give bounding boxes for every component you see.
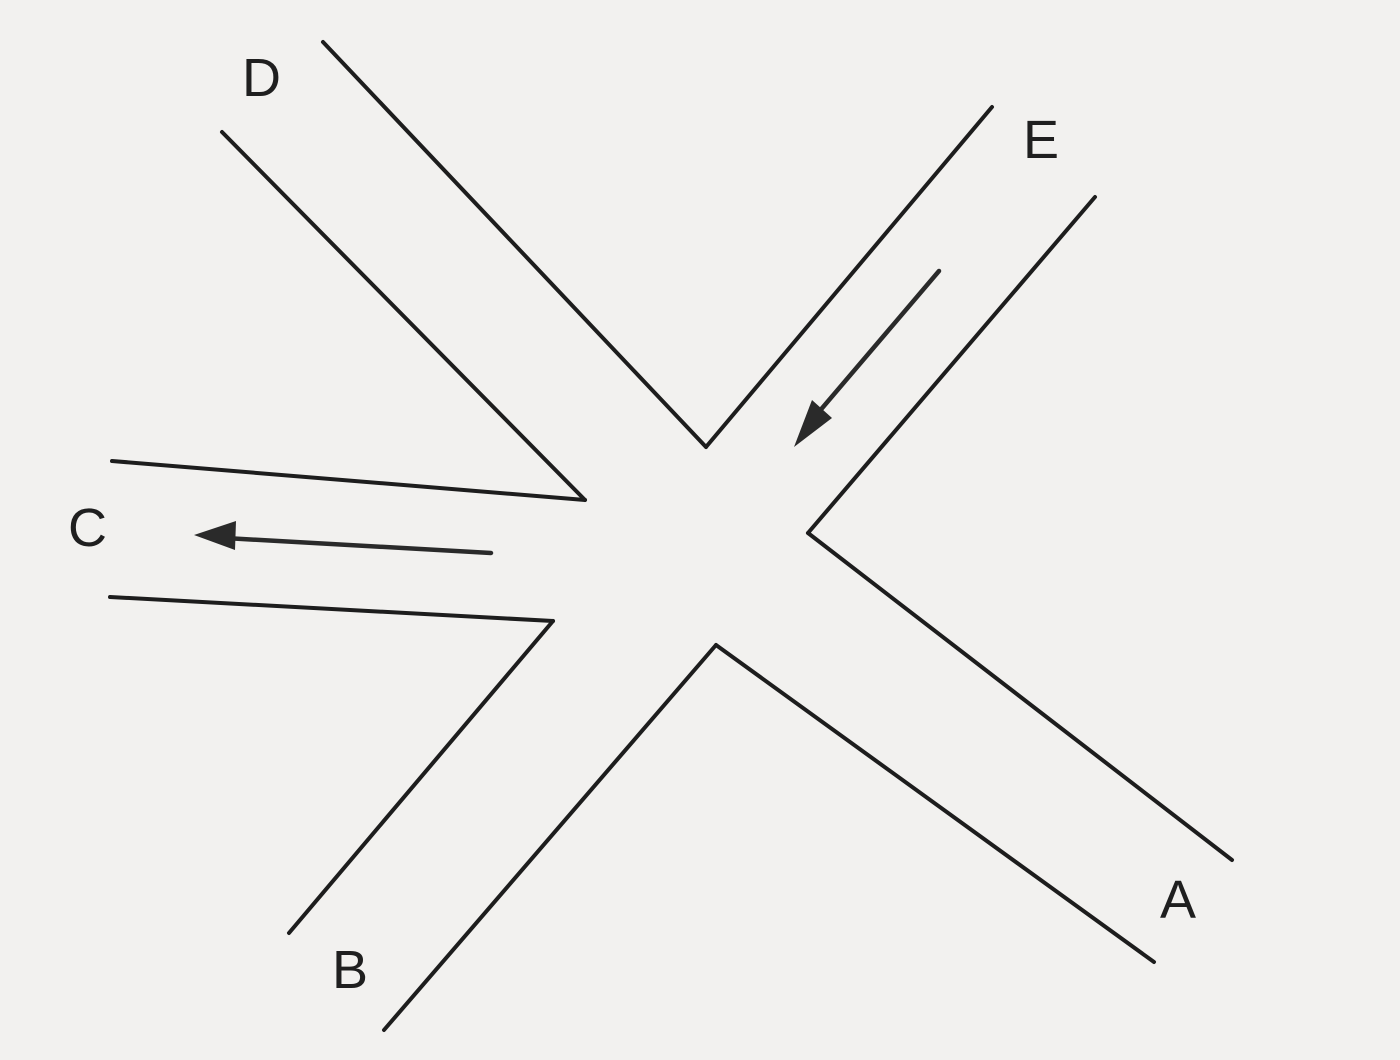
road-e-right-edge: [806, 195, 1097, 535]
road-b-right-edge: [382, 643, 718, 1032]
arrow-c-shaft: [222, 535, 494, 556]
label-b: B: [332, 940, 368, 1000]
road-d-outer-edge: [220, 130, 587, 502]
road-b-left-edge: [287, 619, 555, 935]
road-a-upper-edge: [806, 531, 1234, 862]
road-d-inner-edge: [321, 40, 708, 449]
label-d: D: [242, 48, 281, 108]
road-e-left-edge: [704, 105, 994, 449]
label-a: A: [1160, 870, 1196, 930]
arrow-c-head: [194, 521, 236, 550]
label-e: E: [1023, 110, 1059, 170]
label-c: C: [68, 498, 107, 558]
arrow-e-head: [794, 400, 832, 447]
road-c-lower-edge: [108, 595, 555, 623]
arrow-e-shaft: [809, 268, 942, 423]
road-a-lower-edge: [714, 643, 1156, 964]
road-c-upper-edge: [110, 459, 587, 502]
